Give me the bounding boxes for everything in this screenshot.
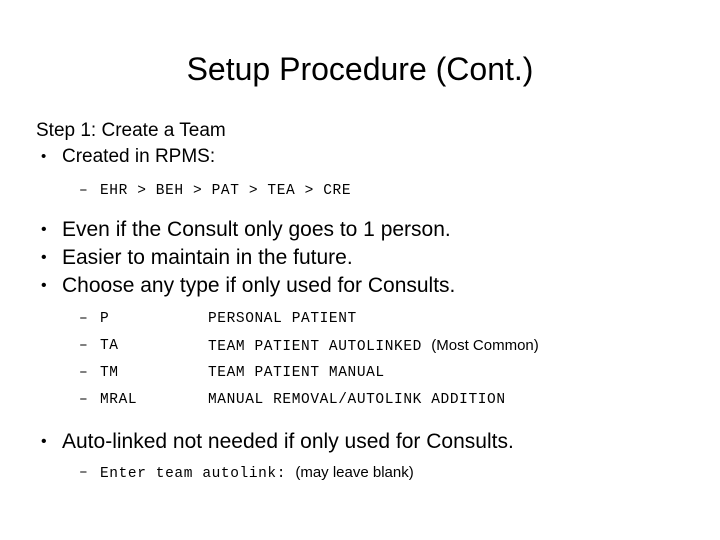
dash-bullet-icon: – (79, 338, 89, 354)
spacer (0, 300, 720, 308)
bullet-easier-to-maintain: • Easier to maintain in the future. (0, 244, 720, 272)
bullet-dot-icon: • (41, 148, 47, 165)
bullet-auto-linked-not-needed: • Auto-linked not needed if only used fo… (0, 428, 720, 456)
team-type-note: (Most Common) (431, 337, 539, 354)
team-type-list: – P PERSONAL PATIENT – TA TEAM PATIENT A… (0, 308, 720, 416)
team-type-code: TM (100, 365, 119, 381)
step-1-heading: Step 1: Create a Team (36, 120, 226, 141)
bullet-dot-icon: • (41, 249, 47, 266)
spacer (0, 416, 720, 428)
dash-bullet-icon: – (79, 183, 89, 199)
team-type-row: – MRAL MANUAL REMOVAL/AUTOLINK ADDITION (0, 389, 720, 416)
sub-bullet-rpms-path-label: EHR > BEH > PAT > TEA > CRE (100, 183, 352, 199)
team-type-description: TEAM PATIENT MANUAL (208, 365, 385, 381)
spacer (0, 170, 720, 180)
slide-body: Step 1: Create a Team • Created in RPMS:… (0, 118, 720, 485)
team-type-description: PERSONAL PATIENT (208, 311, 357, 327)
team-type-description: MANUAL REMOVAL/AUTOLINK ADDITION (208, 392, 506, 408)
dash-bullet-icon: – (79, 365, 89, 381)
sub-bullet-may-leave-blank-note: (may leave blank) (295, 464, 414, 481)
team-type-row: – TA TEAM PATIENT AUTOLINKED (Most Commo… (0, 335, 720, 362)
sub-bullet-enter-team-autolink-label: Enter team autolink: (100, 466, 287, 482)
bullet-even-if-one-person: • Even if the Consult only goes to 1 per… (0, 216, 720, 244)
team-type-description: TEAM PATIENT AUTOLINKED (Most Common) (208, 337, 539, 355)
bullet-dot-icon: • (41, 277, 47, 294)
slide-title: Setup Procedure (Cont.) (186, 51, 534, 87)
bullet-easier-to-maintain-label: Easier to maintain in the future. (62, 246, 353, 269)
bullet-choose-any-type-label: Choose any type if only used for Consult… (62, 274, 456, 297)
sub-bullet-rpms-path: – EHR > BEH > PAT > TEA > CRE (0, 180, 720, 202)
team-type-row: – TM TEAM PATIENT MANUAL (0, 362, 720, 389)
spacer (0, 202, 720, 216)
bullet-dot-icon: • (41, 433, 47, 450)
dash-bullet-icon: – (79, 392, 89, 408)
bullet-dot-icon: • (41, 221, 47, 238)
team-type-code: MRAL (100, 392, 138, 408)
bullet-created-in-rpms-label: Created in RPMS: (62, 146, 216, 167)
team-type-code: TA (100, 338, 119, 354)
dash-bullet-icon: – (79, 465, 89, 481)
team-type-code: P (100, 311, 110, 327)
bullet-choose-any-type: • Choose any type if only used for Consu… (0, 272, 720, 300)
bullet-even-if-one-person-label: Even if the Consult only goes to 1 perso… (62, 218, 451, 241)
sub-bullet-enter-team-autolink: – Enter team autolink: (may leave blank) (0, 462, 720, 485)
bullet-auto-linked-not-needed-label: Auto-linked not needed if only used for … (62, 430, 514, 453)
bullet-created-in-rpms: • Created in RPMS: (0, 144, 720, 170)
dash-bullet-icon: – (79, 311, 89, 327)
team-type-row: – P PERSONAL PATIENT (0, 308, 720, 335)
